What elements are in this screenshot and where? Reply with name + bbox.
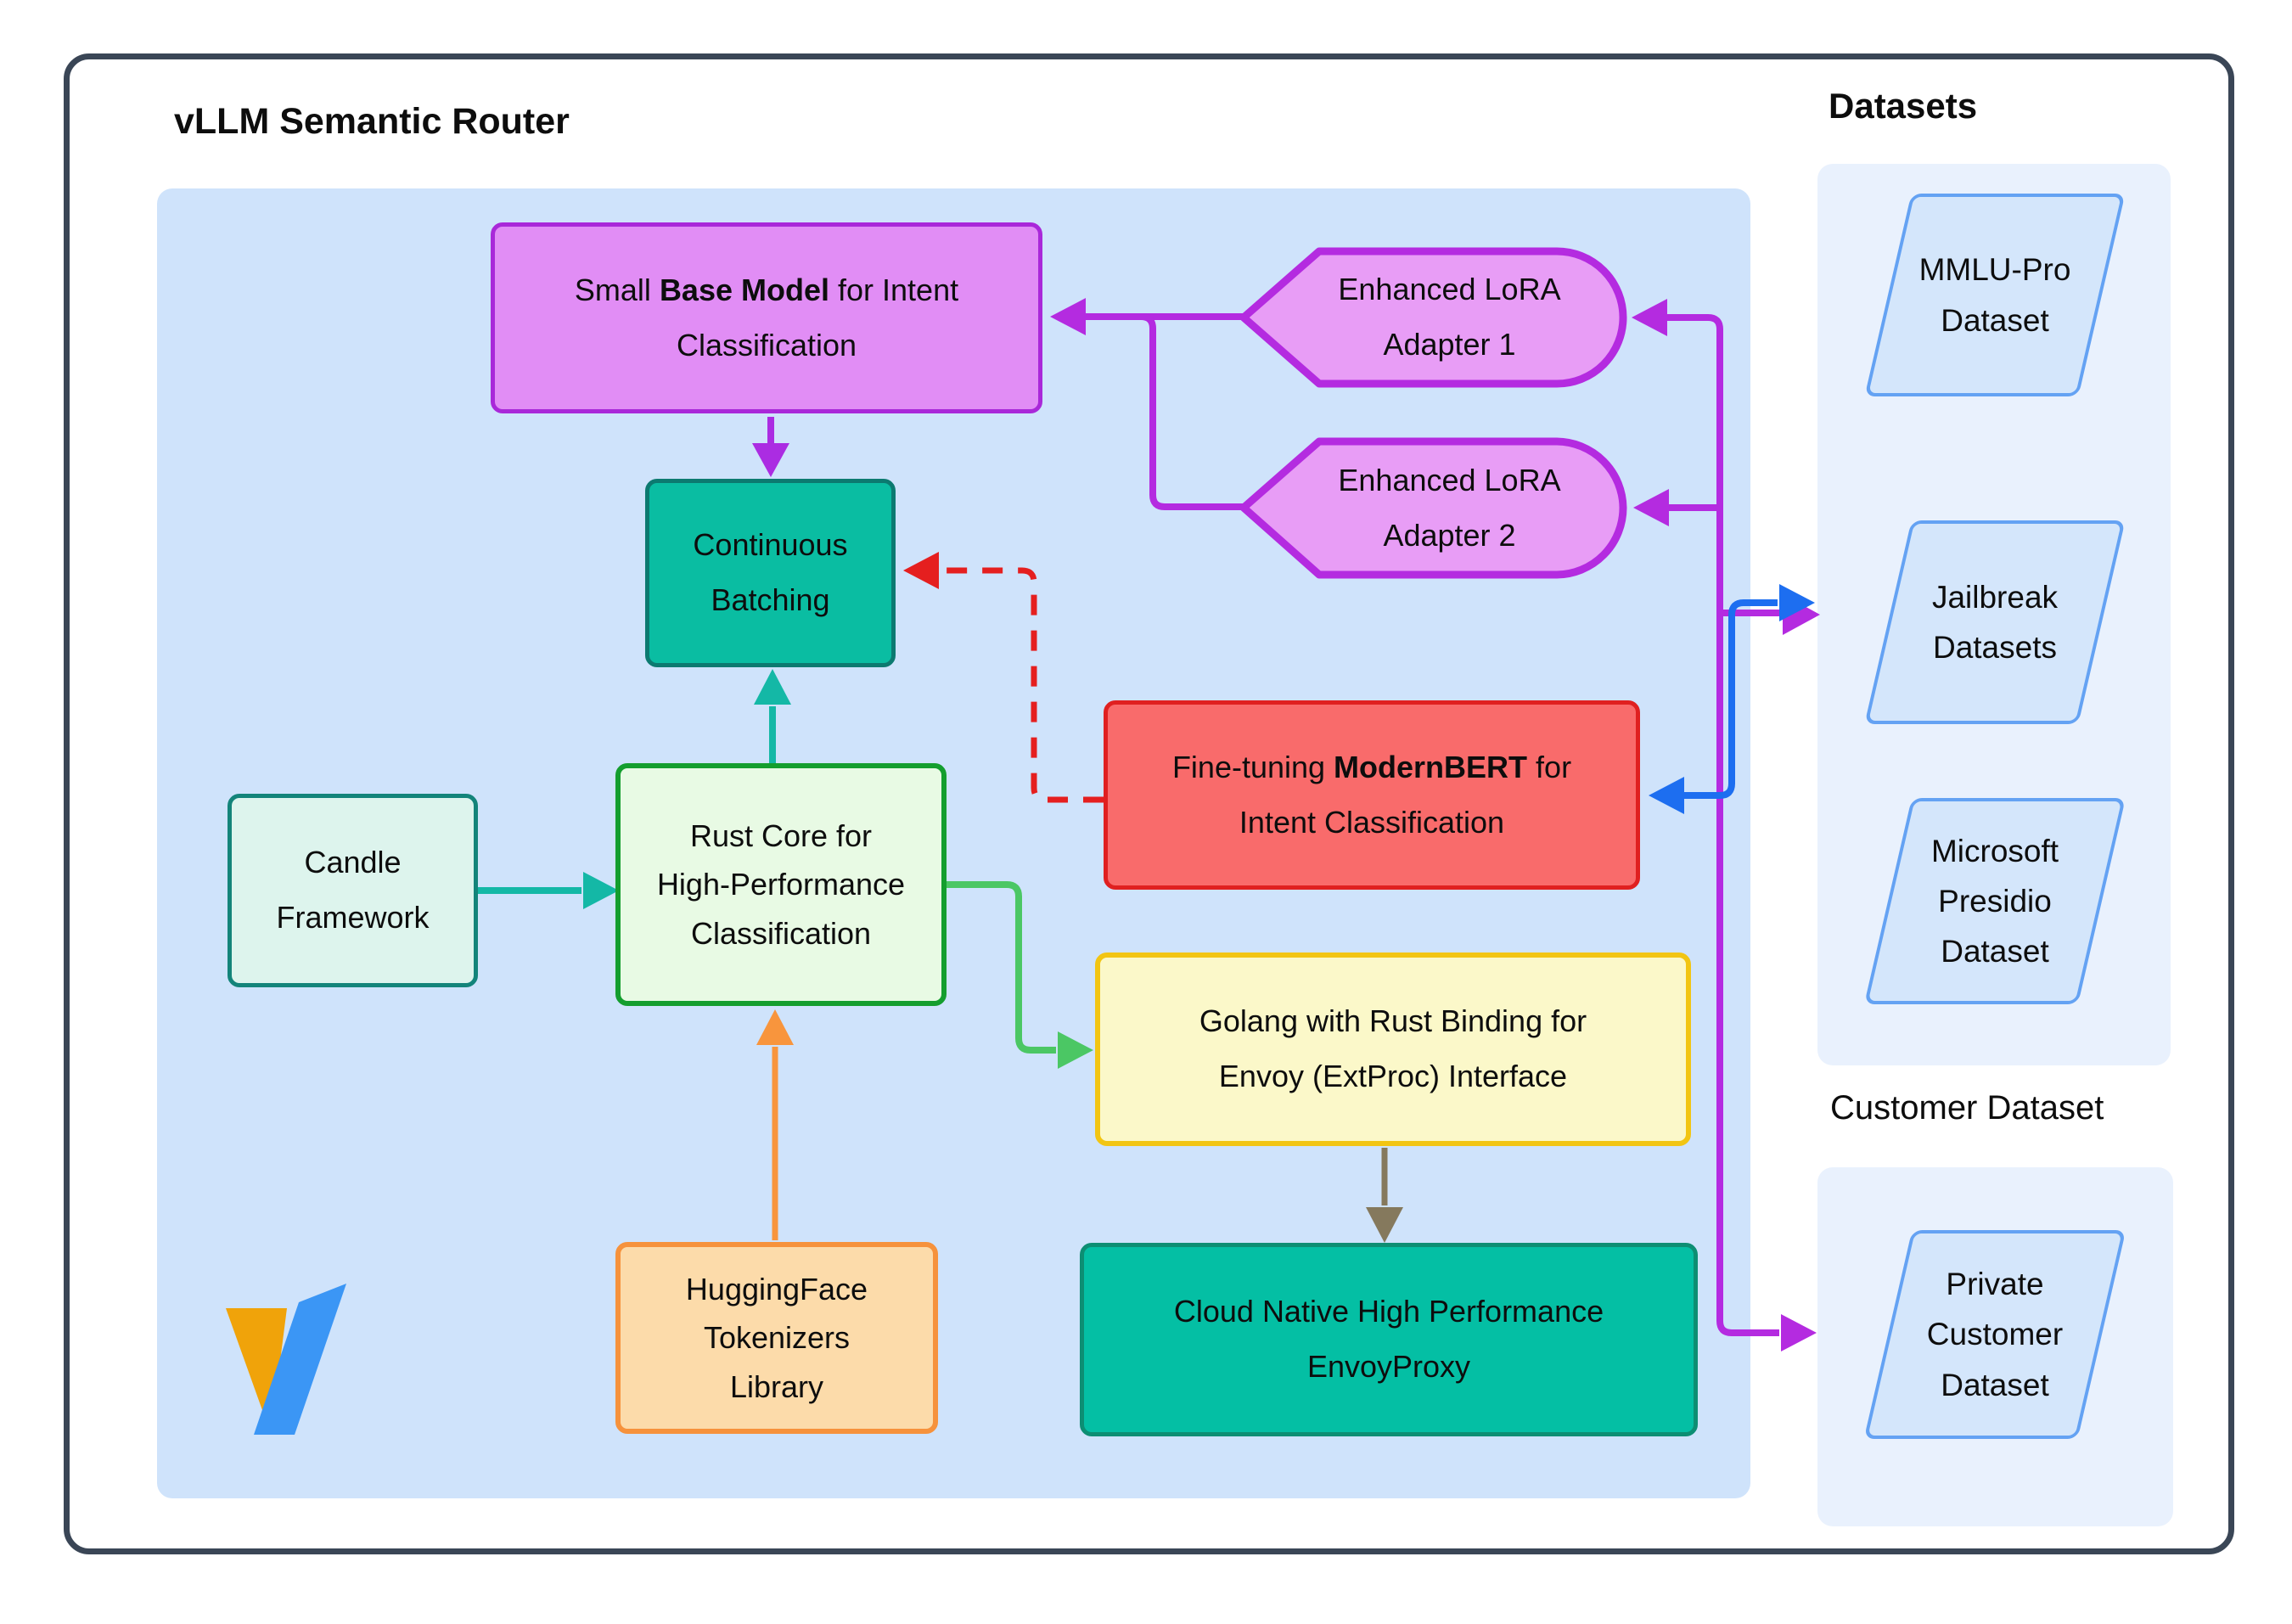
customer-section-label: Customer Dataset [1830, 1089, 2104, 1127]
datasets-section-label: Datasets [1829, 86, 1978, 126]
page-title: vLLM Semantic Router [174, 101, 570, 142]
